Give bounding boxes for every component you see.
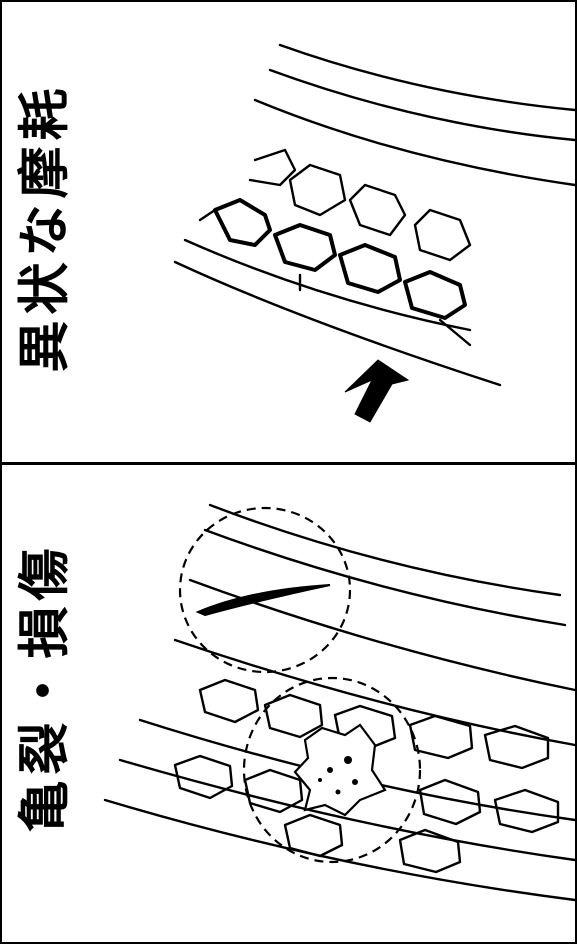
crack-damage-panel [2, 465, 573, 940]
damage-mark [293, 723, 387, 817]
crack-highlight-circle [178, 506, 352, 674]
damage-highlight-circle [242, 676, 422, 864]
damaged-tire-illustration [103, 503, 577, 902]
wear-arrow-icon [344, 359, 410, 423]
crack-damage-label: 亀裂・損傷 [15, 542, 76, 833]
worn-tire-illustration [173, 43, 577, 423]
panel-divider [0, 462, 577, 465]
crack-mark [195, 584, 331, 617]
